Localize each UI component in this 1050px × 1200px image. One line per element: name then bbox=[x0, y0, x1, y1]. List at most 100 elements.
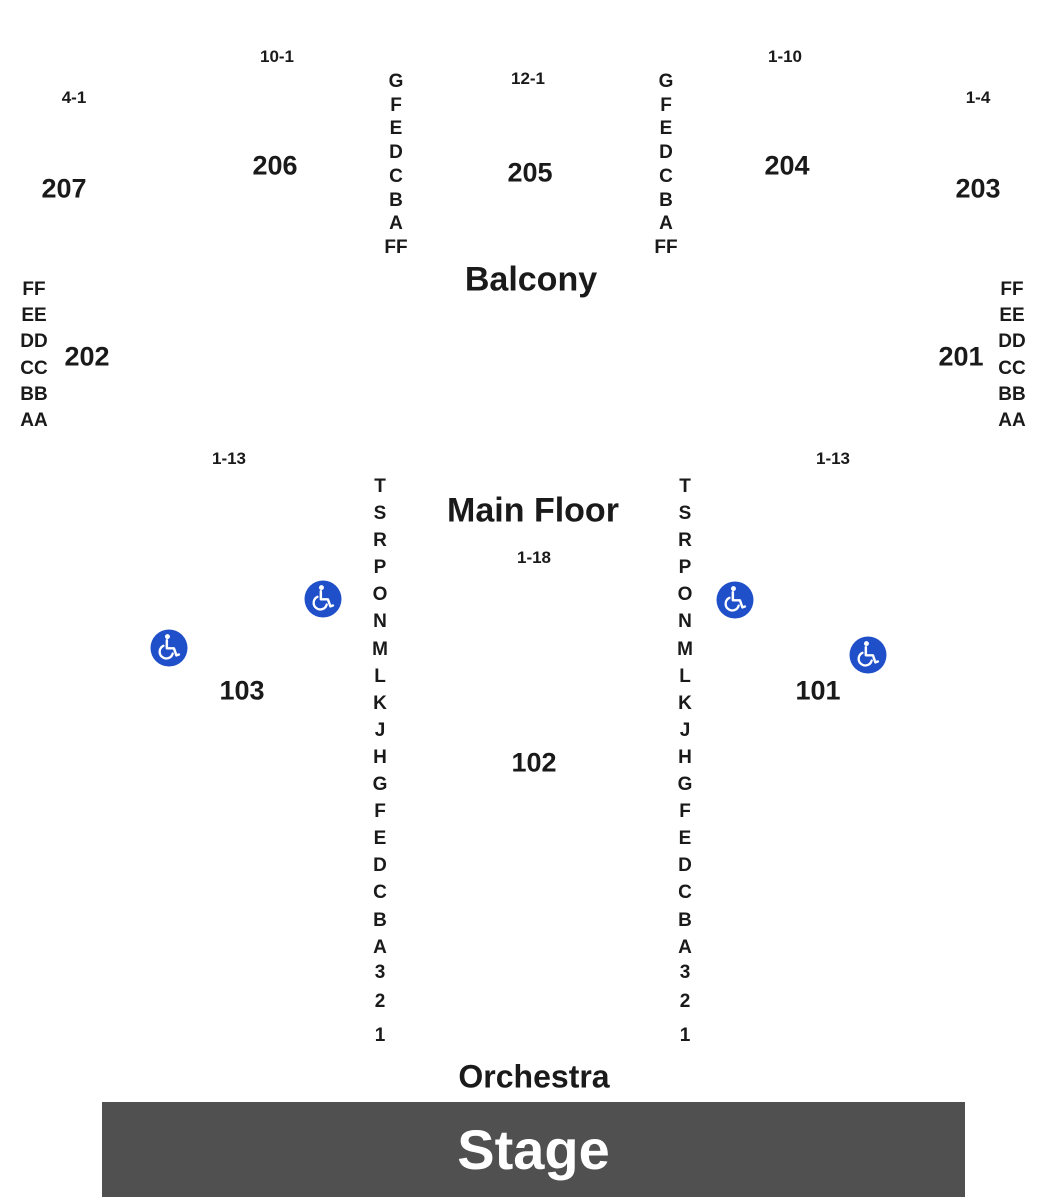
section-207[interactable]: 207 bbox=[41, 173, 87, 204]
row-label: F bbox=[679, 801, 691, 823]
row-label: A bbox=[373, 936, 387, 958]
row-label: G bbox=[388, 71, 404, 92]
section-201[interactable]: 201 bbox=[938, 341, 984, 372]
orchestra-title: Orchestra bbox=[458, 1058, 610, 1095]
row-label: G bbox=[658, 71, 674, 92]
row-label: D bbox=[389, 142, 403, 164]
row-label: B bbox=[659, 189, 673, 211]
side-row-labels-right: FF EE DD CC BB AA bbox=[998, 277, 1025, 434]
section-204[interactable]: 204 bbox=[764, 150, 810, 181]
row-label: K bbox=[678, 692, 692, 714]
row-label: E bbox=[659, 118, 673, 140]
wheelchair-icon[interactable] bbox=[716, 581, 754, 619]
row-label: B bbox=[373, 909, 387, 931]
seat-range-205: 12-1 bbox=[510, 69, 546, 88]
row-label: P bbox=[373, 557, 387, 579]
seat-range-204: 1-10 bbox=[767, 47, 803, 66]
row-label: 3 bbox=[374, 962, 386, 983]
row-label: S bbox=[678, 503, 692, 525]
row-label: D bbox=[678, 855, 692, 877]
row-label: 1 bbox=[679, 1025, 691, 1046]
row-label: E bbox=[678, 828, 692, 850]
row-label: CC bbox=[20, 357, 48, 379]
row-label: FF bbox=[384, 236, 408, 258]
row-label: E bbox=[373, 828, 387, 850]
row-label: 3 bbox=[679, 962, 691, 983]
row-label: A bbox=[659, 213, 673, 235]
row-label: M bbox=[372, 638, 388, 660]
row-label: DD bbox=[998, 331, 1026, 353]
row-label: C bbox=[389, 165, 403, 187]
row-label: AA bbox=[998, 410, 1026, 432]
row-label: FF bbox=[654, 236, 678, 258]
row-label: 2 bbox=[374, 991, 386, 1012]
row-label: E bbox=[389, 118, 403, 140]
row-label: F bbox=[374, 801, 386, 823]
seat-range-102: 1-18 bbox=[516, 548, 552, 567]
row-label: J bbox=[374, 719, 386, 741]
row-label: FF bbox=[1000, 279, 1024, 300]
main-row-labels-right: T S R P O N M L K J H G F E D C B A bbox=[677, 473, 693, 961]
row-label: M bbox=[677, 638, 693, 660]
row-label: K bbox=[373, 692, 387, 714]
row-label: 1 bbox=[374, 1025, 386, 1046]
row-label: S bbox=[373, 503, 387, 525]
section-203[interactable]: 203 bbox=[955, 173, 1001, 204]
seat-range-103: 1-13 bbox=[211, 449, 247, 468]
row-label: C bbox=[678, 882, 692, 904]
row-label: R bbox=[678, 530, 692, 552]
side-row-labels-left: FF EE DD CC BB AA bbox=[20, 277, 47, 434]
section-102[interactable]: 102 bbox=[511, 747, 557, 778]
row-label: C bbox=[373, 882, 387, 904]
row-label: R bbox=[373, 530, 387, 552]
row-label: EE bbox=[21, 305, 47, 327]
seat-range-207: 4-1 bbox=[61, 88, 87, 107]
main-floor-title: Main Floor bbox=[447, 491, 619, 530]
stage-label: Stage bbox=[457, 1118, 610, 1181]
row-label: DD bbox=[20, 331, 48, 353]
section-206[interactable]: 206 bbox=[252, 150, 298, 181]
row-label: G bbox=[677, 774, 693, 796]
section-202[interactable]: 202 bbox=[64, 341, 110, 372]
row-label: B bbox=[678, 909, 692, 931]
row-label: A bbox=[389, 213, 403, 235]
row-label: BB bbox=[20, 383, 48, 405]
row-label: L bbox=[679, 665, 691, 687]
row-label: FF bbox=[22, 279, 46, 300]
row-label: D bbox=[373, 855, 387, 877]
row-label: AA bbox=[20, 410, 48, 432]
row-label: D bbox=[659, 142, 673, 164]
row-label: 2 bbox=[679, 991, 691, 1012]
seat-range-101: 1-13 bbox=[815, 449, 851, 468]
balcony-title: Balcony bbox=[464, 260, 598, 299]
row-label: F bbox=[660, 94, 672, 116]
section-205[interactable]: 205 bbox=[507, 157, 553, 188]
row-label: N bbox=[678, 611, 692, 633]
row-label: CC bbox=[998, 357, 1026, 379]
wheelchair-icon[interactable] bbox=[150, 629, 188, 667]
wheelchair-icon[interactable] bbox=[304, 580, 342, 618]
row-label: EE bbox=[999, 305, 1025, 327]
row-label: H bbox=[373, 746, 387, 768]
main-row-labels-left: T S R P O N M L K J H G F E D C B A bbox=[372, 473, 388, 961]
row-label: BB bbox=[998, 383, 1026, 405]
row-label: B bbox=[389, 189, 403, 211]
wheelchair-icon bbox=[312, 585, 335, 611]
row-label: G bbox=[372, 774, 388, 796]
row-label: O bbox=[677, 584, 693, 606]
balcony-row-labels-right: G F E D C B A FF bbox=[654, 70, 677, 260]
row-label: A bbox=[678, 936, 692, 958]
row-label: C bbox=[659, 165, 673, 187]
row-label: J bbox=[679, 719, 691, 741]
section-101[interactable]: 101 bbox=[795, 675, 841, 706]
row-label: O bbox=[372, 584, 388, 606]
row-label: T bbox=[679, 476, 691, 497]
wheelchair-icon[interactable] bbox=[849, 636, 887, 674]
section-103[interactable]: 103 bbox=[219, 675, 265, 706]
row-label: T bbox=[374, 476, 386, 497]
row-label: N bbox=[373, 611, 387, 633]
row-label: H bbox=[678, 746, 692, 768]
row-label: F bbox=[390, 94, 402, 116]
seat-range-203: 1-4 bbox=[965, 88, 991, 107]
row-label: L bbox=[374, 665, 386, 687]
